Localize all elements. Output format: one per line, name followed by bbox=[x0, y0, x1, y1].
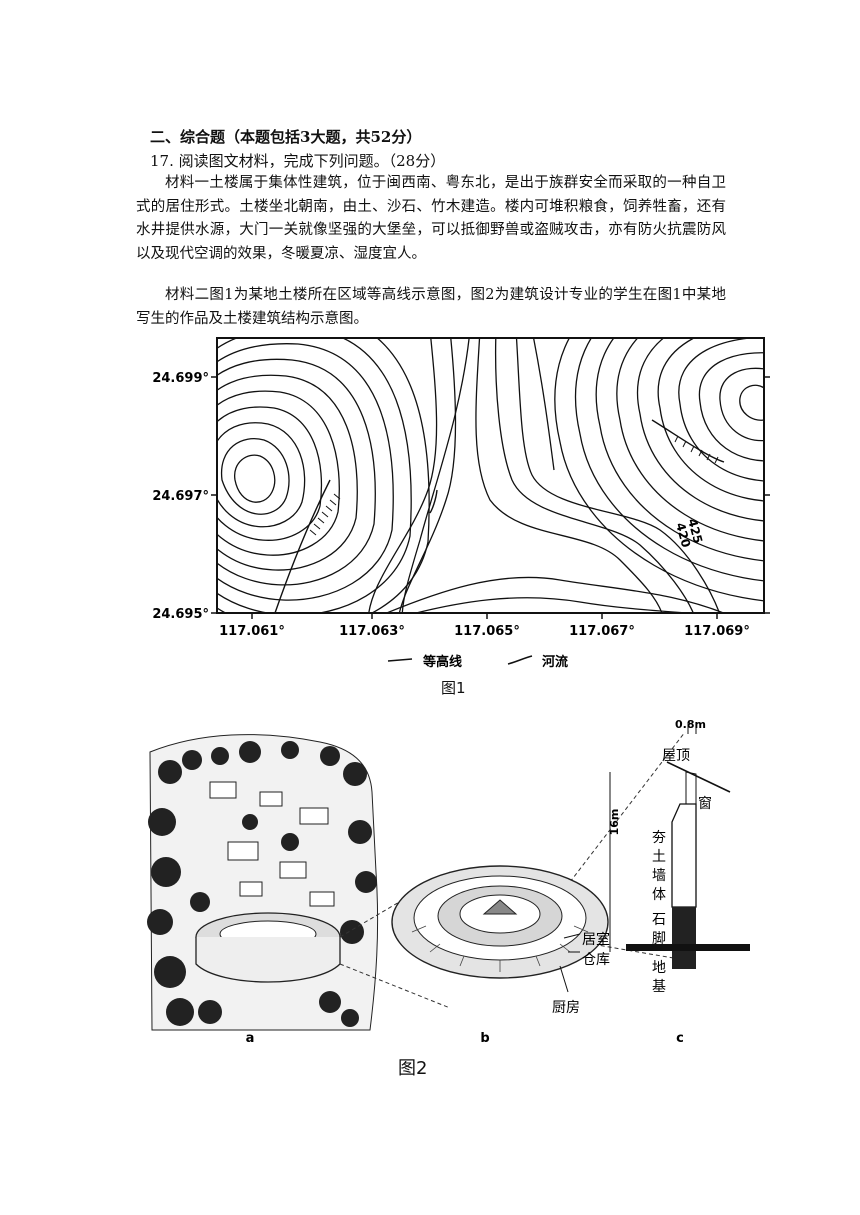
panel-b-tulou-structure: 居室 仓库 厨房 bbox=[391, 865, 610, 1016]
material-one: 材料一土楼属于集体性建筑，位于闽西南、粤东北，是出于族群安全而采取的一种自卫式的… bbox=[136, 175, 726, 262]
label-height: 16m bbox=[608, 809, 621, 836]
material-two: 材料二图1为某地土楼所在区域等高线示意图，图2为建筑设计专业的学生在图1中某地写… bbox=[136, 287, 726, 327]
contour-value: 425 bbox=[685, 517, 705, 545]
contour-value: 420 bbox=[673, 521, 693, 549]
legend-contour: 等高线 bbox=[422, 654, 462, 670]
map-legend: 等高线 河流 bbox=[387, 654, 568, 670]
left-hill-contours bbox=[217, 338, 430, 613]
right-hill-contours bbox=[554, 338, 764, 602]
panel-label-b: b bbox=[480, 1031, 489, 1046]
lon-label: 117.065° bbox=[454, 624, 520, 639]
panel-c-wall-section: 0.8m 屋顶 窗 16m 夯 土 墙 体 石 脚 地 基 bbox=[608, 718, 750, 995]
label-stone-char-2: 脚 bbox=[652, 931, 666, 947]
section-title: 二、综合题（本题包括3大题，共52分） bbox=[150, 128, 422, 146]
panel-label-c: c bbox=[676, 1031, 684, 1046]
lon-label: 117.061° bbox=[219, 624, 285, 639]
lon-label: 117.069° bbox=[684, 624, 750, 639]
label-width: 0.8m bbox=[675, 718, 706, 731]
question-title: 17. 阅读图文材料，完成下列问题。（28分） bbox=[150, 152, 446, 170]
label-bedroom: 居室 bbox=[582, 931, 610, 948]
figure2-caption: 图2 bbox=[398, 1058, 428, 1079]
label-window: 窗 bbox=[698, 795, 712, 812]
lat-label: 24.697° bbox=[152, 489, 209, 504]
label-wall-chars-1: 夯 bbox=[652, 830, 666, 846]
label-wall-chars-3: 墙 bbox=[652, 868, 666, 884]
valley-contours bbox=[368, 338, 726, 613]
label-wall-chars-4: 体 bbox=[652, 887, 666, 903]
slope-ticks bbox=[309, 435, 719, 536]
label-warehouse: 仓库 bbox=[582, 952, 610, 968]
figure2-illustration: 居室 仓库 厨房 0.8m 屋顶 窗 16m 夯 土 墙 体 石 脚 bbox=[147, 718, 750, 1046]
figure1-contour-map: 24.699° 24.697° 24.695° 117.061° 117.063… bbox=[152, 337, 770, 670]
label-kitchen: 厨房 bbox=[552, 1000, 580, 1016]
river-lines bbox=[274, 419, 725, 614]
panel-label-a: a bbox=[246, 1031, 255, 1046]
label-wall-chars-2: 土 bbox=[652, 849, 666, 865]
label-stone-base: 石 脚 bbox=[652, 912, 670, 947]
label-foundation-char-2: 基 bbox=[652, 978, 666, 995]
lat-label: 24.699° bbox=[152, 371, 209, 386]
map-frame bbox=[216, 337, 765, 614]
label-roof: 屋顶 bbox=[662, 748, 690, 764]
label-wall: 夯 土 墙 体 bbox=[652, 830, 670, 903]
figure1-caption: 图1 bbox=[441, 679, 466, 697]
label-foundation: 地 基 bbox=[652, 960, 670, 995]
legend-river: 河流 bbox=[542, 654, 568, 670]
label-foundation-char-1: 地 bbox=[652, 960, 666, 976]
panel-a-village-sketch bbox=[147, 734, 379, 1031]
lon-label: 117.063° bbox=[339, 624, 405, 639]
lon-label: 117.067° bbox=[569, 624, 635, 639]
label-stone-char-1: 石 bbox=[652, 912, 666, 928]
lat-label: 24.695° bbox=[152, 607, 209, 622]
